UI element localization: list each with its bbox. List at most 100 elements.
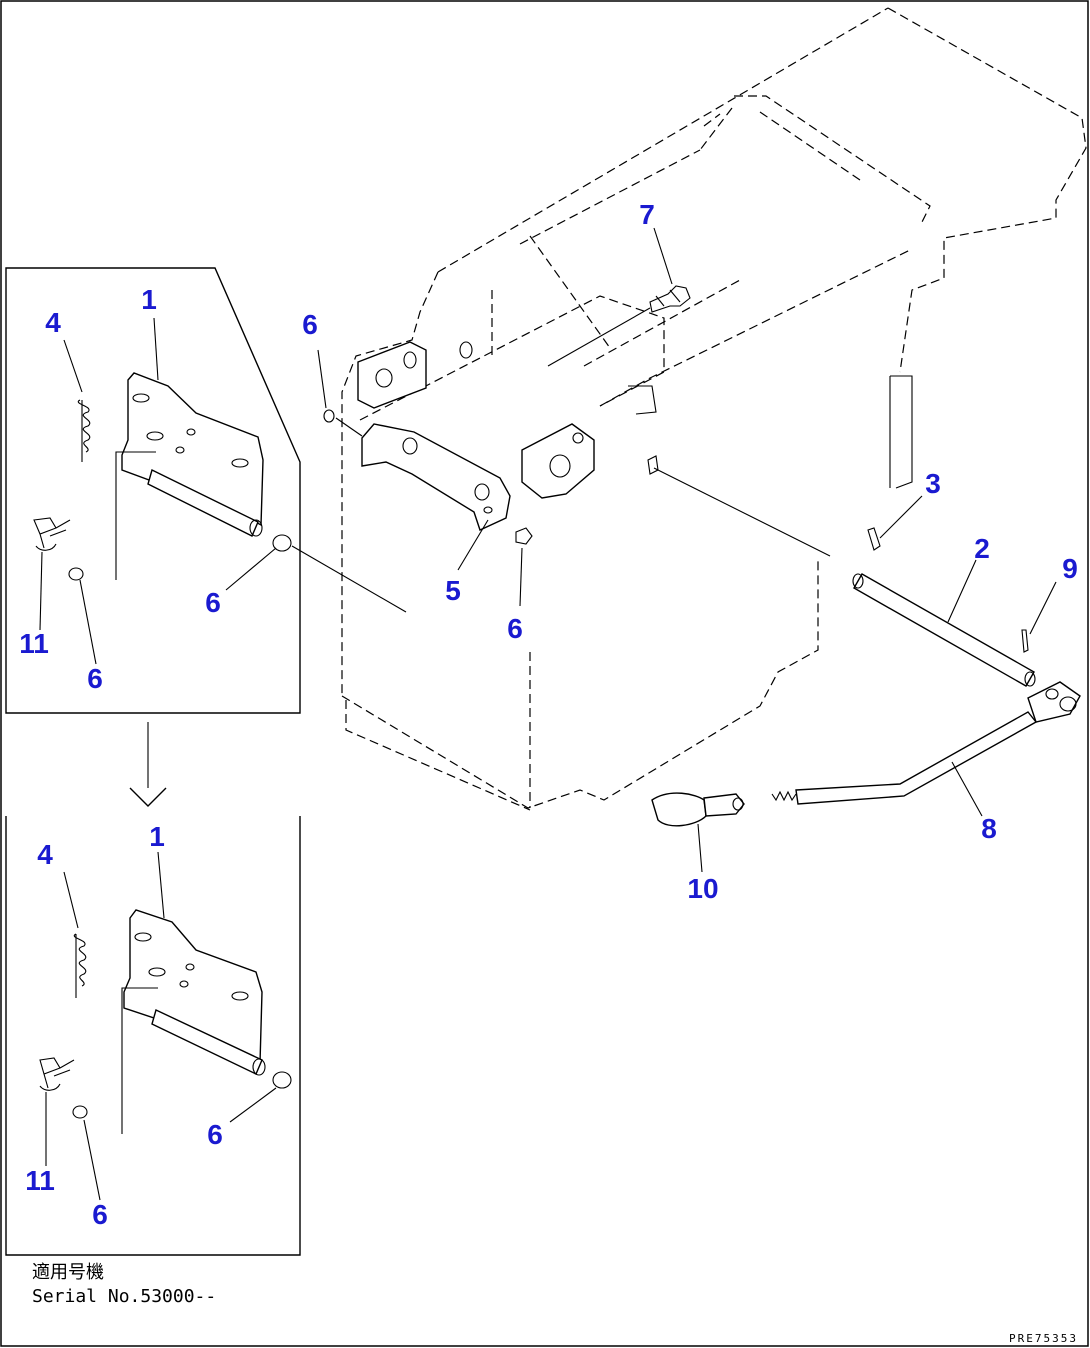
plate-hole <box>185 963 195 971</box>
frame-phantom-rail <box>437 7 889 273</box>
leader <box>947 559 977 623</box>
washer-upper-left <box>68 567 84 581</box>
callout-6: 6 <box>207 1119 223 1150</box>
leader <box>951 761 983 817</box>
shaft-2 <box>853 573 1035 687</box>
leader <box>317 349 327 409</box>
washer-6-center <box>515 527 533 545</box>
plate-slot <box>231 991 249 1001</box>
pin-block <box>521 423 595 499</box>
inset-lower: 1 4 6 11 6 <box>5 816 301 1256</box>
plate-hole <box>179 980 189 988</box>
bracket-hole <box>403 351 417 369</box>
washer-lower-left <box>72 1105 88 1119</box>
frame-phantom-mid <box>583 249 911 407</box>
pin-block-hole <box>572 432 584 444</box>
callout-11: 11 <box>19 628 49 659</box>
lever-thread <box>771 790 797 802</box>
plate-slot <box>146 431 164 441</box>
inset-guide-line <box>121 987 158 1134</box>
plate-slot <box>231 458 249 468</box>
leader <box>653 227 673 285</box>
plate-hole <box>175 446 185 454</box>
hinge-plate-upper <box>121 372 264 527</box>
frame-phantom-side <box>341 271 439 696</box>
callout-6: 6 <box>87 663 103 694</box>
pin-end <box>252 1058 266 1076</box>
leader <box>153 317 159 381</box>
leader <box>229 1087 277 1123</box>
callout-1: 1 <box>149 821 165 852</box>
callout-1: 1 <box>141 284 157 315</box>
axis-line-pin <box>291 545 407 613</box>
inset-upper-frame <box>5 267 301 714</box>
callout-4: 4 <box>37 839 53 870</box>
knob-bore <box>732 797 744 811</box>
spring-lower <box>73 933 87 998</box>
frame-phantom-rib <box>491 95 931 360</box>
knob-neck <box>703 793 745 817</box>
pin-9 <box>1021 629 1029 653</box>
hinge-pin-upper <box>147 469 259 537</box>
pin-block-hole <box>549 454 571 478</box>
leader <box>39 551 43 631</box>
callout-8: 8 <box>981 813 997 844</box>
knob-10 <box>651 792 707 827</box>
plate-slot <box>132 393 150 403</box>
leader <box>879 495 923 539</box>
lever-hub <box>1027 681 1081 723</box>
lever-8 <box>795 711 1038 805</box>
washer-lower-right <box>272 1071 292 1089</box>
clip-3 <box>867 527 881 551</box>
axis-mark <box>647 455 659 475</box>
callout-4: 4 <box>45 307 61 338</box>
bolt-7 <box>649 285 691 313</box>
hinge-hole <box>474 483 490 501</box>
callout-6: 6 <box>92 1199 108 1230</box>
frame-phantom-top <box>887 7 1087 373</box>
hinge-hole <box>402 437 418 455</box>
callout-2: 2 <box>974 533 990 564</box>
frame-phantom-base <box>341 560 819 809</box>
frame-slot <box>889 375 913 489</box>
washer-6-left <box>323 409 335 423</box>
plate-hole <box>186 428 196 436</box>
serial-note-number: Serial No.53000-- <box>32 1286 216 1307</box>
axis-line-shaft <box>653 467 831 557</box>
inset-upper: 1 4 6 11 6 <box>5 267 301 714</box>
lever-hub-hole <box>1045 688 1059 700</box>
main-assembly: 7 6 5 6 3 2 9 8 10 <box>291 7 1087 904</box>
callout-9: 9 <box>1062 553 1078 584</box>
hinge-hole <box>483 506 493 514</box>
inset-lower-frame <box>5 816 301 1256</box>
serial-note-japanese: 適用号機 <box>32 1262 104 1283</box>
leader <box>83 1119 101 1201</box>
callout-7: 7 <box>639 199 655 230</box>
washer-upper-right <box>272 534 292 552</box>
inset-guide-line <box>115 451 156 580</box>
shaft-end <box>1024 671 1036 687</box>
leader <box>519 547 523 607</box>
frame-hole <box>459 341 473 359</box>
callout-11: 11 <box>25 1165 55 1196</box>
axis-line-hinge <box>335 417 363 437</box>
plate-slot <box>148 967 166 977</box>
callout-5: 5 <box>445 575 461 606</box>
leader <box>157 851 165 919</box>
leader <box>225 547 277 591</box>
frame-flange <box>628 385 657 415</box>
leader <box>79 579 97 665</box>
shaft-end <box>852 573 864 589</box>
spring-upper <box>77 399 91 462</box>
drawing-code: PRE75353 <box>1009 1332 1078 1345</box>
pin-end <box>249 519 263 537</box>
plate-slot <box>134 932 152 942</box>
callout-6: 6 <box>507 613 523 644</box>
leader <box>63 871 79 929</box>
frame-phantom-lower <box>345 700 531 811</box>
lever-hub-hole <box>1059 696 1077 712</box>
callout-6: 6 <box>302 309 318 340</box>
callout-3: 3 <box>925 468 941 499</box>
leader <box>697 823 703 873</box>
